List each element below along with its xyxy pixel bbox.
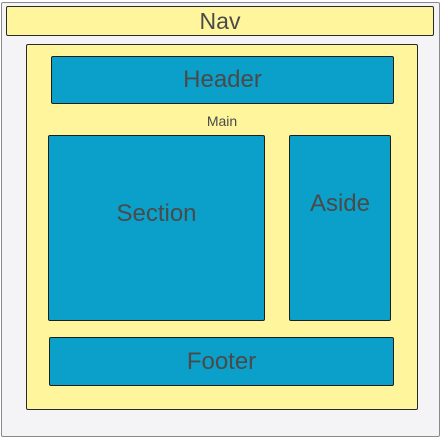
main-label: Main [206,113,238,129]
aside-label: Aside [309,190,371,217]
footer-label: Footer [186,348,257,375]
section-block: Section [48,135,265,321]
aside-block: Aside [289,135,391,321]
header-label: Header [183,66,262,93]
nav-block: Nav [6,6,434,36]
footer-block: Footer [49,337,394,386]
header-block: Header [51,56,394,104]
section-label: Section [116,200,197,227]
nav-label: Nav [199,8,241,34]
